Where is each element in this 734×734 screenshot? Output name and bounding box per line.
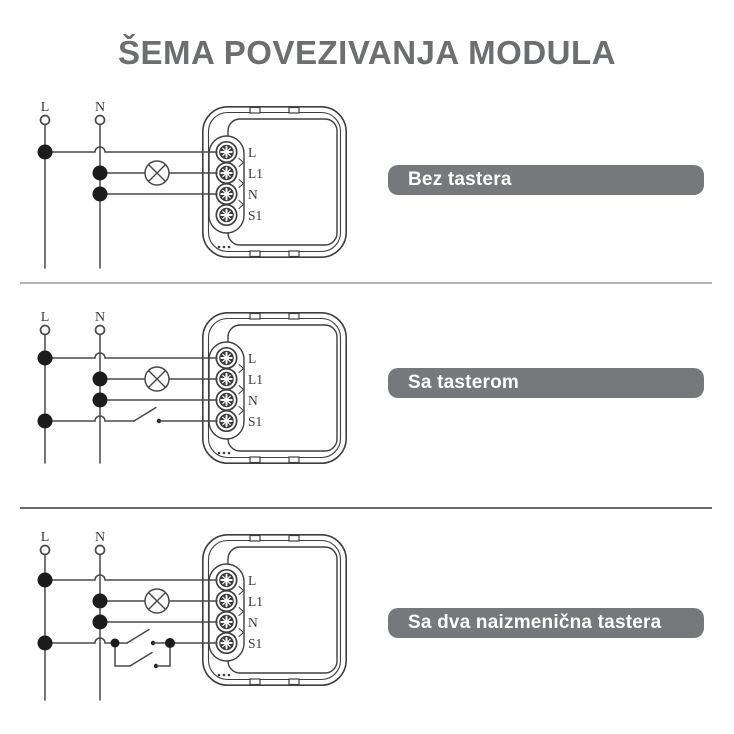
junction-dot	[37, 413, 53, 429]
supply-wires	[44, 123, 101, 269]
wire-label-n: N	[95, 310, 105, 325]
supply-wires	[44, 333, 101, 464]
caption-label: Sa dva naizmenična tastera	[408, 612, 662, 633]
section-divider	[20, 507, 712, 509]
caption-sa-tasterom: Sa tasterom	[388, 368, 704, 398]
caption-bez-tastera: Bez tastera	[388, 165, 704, 195]
branch-wire-up	[155, 642, 171, 667]
switch-blade	[129, 651, 153, 667]
wire-label-l: L	[41, 310, 50, 325]
switch-icon	[44, 406, 218, 424]
diagram-sa-dva-tastera: L N	[37, 530, 347, 701]
wire-label-l: L	[41, 100, 50, 115]
branch-junction-dot	[165, 638, 175, 648]
switch-blade	[133, 406, 157, 422]
diagram-bez-tastera: L N	[37, 100, 347, 269]
wire-label-l: L	[41, 530, 50, 545]
wire-to-l-terminal	[44, 352, 218, 359]
caption-label: Bez tastera	[408, 169, 512, 190]
junction-dot	[92, 614, 108, 630]
junction-dot	[37, 144, 53, 160]
branch-wire-down	[114, 642, 131, 667]
junction-dot	[92, 593, 108, 609]
switch-blade	[126, 628, 150, 644]
caption-sa-dva-tastera: Sa dva naizmenična tastera	[388, 608, 704, 638]
wire-to-l-terminal	[44, 146, 218, 153]
junction-dot	[37, 350, 53, 366]
section-divider	[20, 282, 712, 284]
wire-label-n: N	[95, 100, 105, 115]
wire-label-n: N	[95, 530, 105, 545]
junction-dot	[92, 371, 108, 387]
junction-dot	[92, 165, 108, 181]
junction-dot	[37, 572, 53, 588]
caption-label: Sa tasterom	[408, 372, 519, 393]
diagram-sa-tasterom: L N	[37, 310, 347, 464]
junction-dot	[92, 392, 108, 408]
branch-junction-dot	[110, 638, 120, 648]
junction-dot	[37, 635, 53, 651]
junction-dot	[92, 186, 108, 202]
wire-to-l-terminal	[44, 574, 218, 581]
supply-wires	[44, 553, 101, 701]
page-title: ŠEMA POVEZIVANJA MODULA	[118, 34, 616, 71]
two-way-switch-icon	[44, 628, 218, 669]
